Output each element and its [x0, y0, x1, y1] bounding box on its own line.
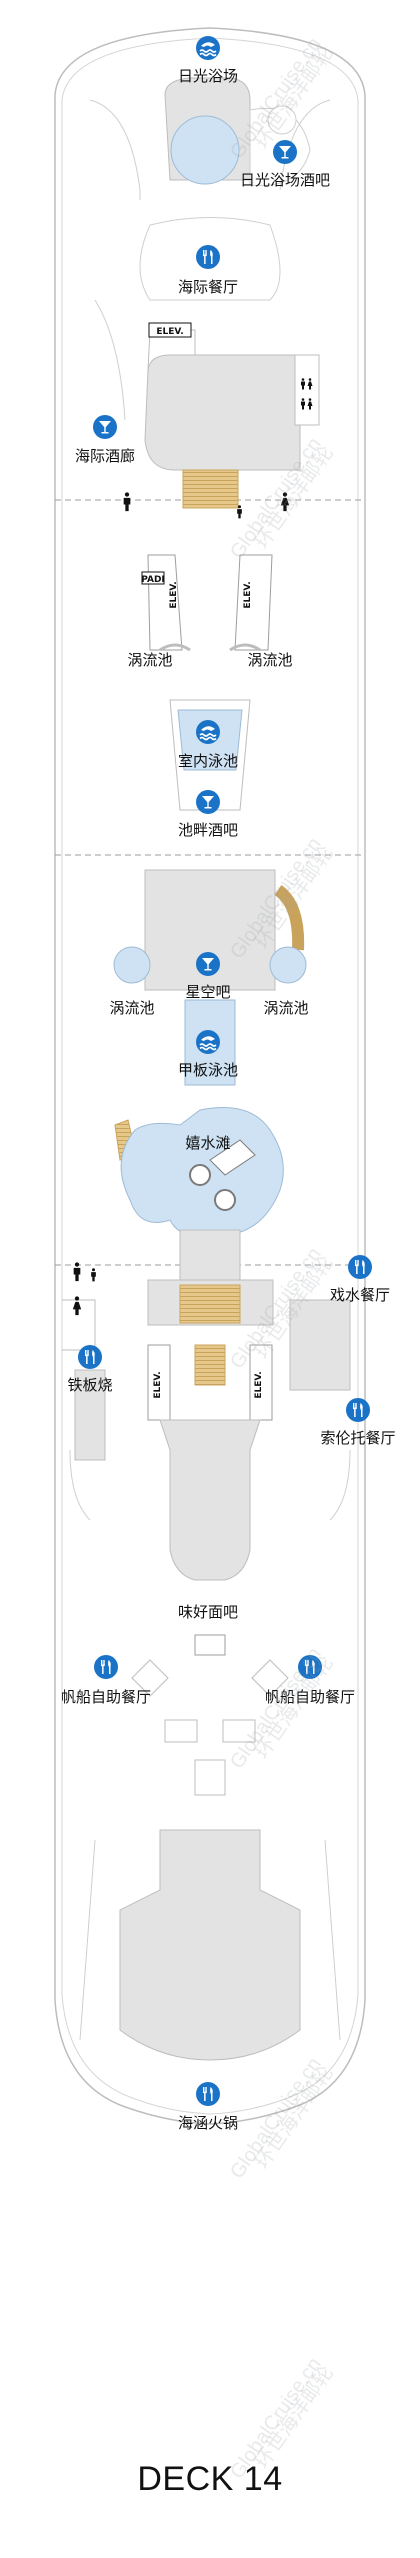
venue-noodle-bar[interactable]: 味好面吧 — [178, 1603, 238, 1621]
elevator-label: ELEV. — [156, 327, 183, 337]
venue-hot-pot[interactable]: 海涵火锅 — [178, 2082, 238, 2132]
venue-label: 涡流池 — [109, 999, 154, 1017]
venue-whirlpool-right-2[interactable]: 涡流池 — [263, 999, 308, 1017]
venue-label: 池畔酒吧 — [178, 821, 238, 839]
pool-icon — [196, 36, 220, 60]
venue-label: 海涵火锅 — [178, 2114, 238, 2132]
venue-label: 涡流池 — [247, 651, 292, 669]
venue-star-bar[interactable]: 星空吧 — [185, 952, 231, 1001]
venue-splash-restaurant[interactable]: 戏水餐厅 — [330, 1255, 390, 1304]
venue-label: 涡流池 — [263, 999, 308, 1017]
aft-mid-block — [62, 1279, 351, 1581]
venue-seaview-restaurant[interactable]: 海际餐厅 — [178, 245, 238, 296]
venue-whirlpool-left[interactable]: 涡流池 — [127, 651, 172, 669]
pool-icon — [196, 720, 220, 744]
cocktail-icon — [196, 790, 220, 814]
cocktail-icon — [273, 140, 297, 164]
venue-sorrento-restaurant[interactable]: 索伦托餐厅 — [320, 1398, 396, 1447]
cocktail-icon — [93, 415, 117, 439]
dining-icon — [346, 1398, 370, 1422]
venue-sundeck-bar[interactable]: 日光浴场酒吧 — [240, 140, 330, 189]
dining-icon — [196, 245, 220, 269]
elevator-label: ELEV. — [243, 581, 253, 608]
venue-seaview-lounge[interactable]: 海际酒廊 — [75, 415, 135, 465]
venue-label: 索伦托餐厅 — [320, 1429, 395, 1447]
forward-area — [89, 77, 331, 200]
venue-deck-pool[interactable]: 甲板泳池 — [178, 1030, 238, 1079]
dining-icon — [196, 2082, 220, 2106]
venue-label: 铁板烧 — [67, 1376, 112, 1394]
venue-label: 帆船自助餐厅 — [265, 1688, 355, 1706]
venue-label: 甲板泳池 — [178, 1061, 238, 1079]
venue-label: 帆船自助餐厅 — [61, 1688, 151, 1706]
dining-icon — [78, 1345, 102, 1369]
venue-buffet-right[interactable]: 帆船自助餐厅 — [265, 1655, 355, 1706]
venue-label: 嬉水滩 — [185, 1134, 230, 1152]
venue-label: 海际餐厅 — [178, 278, 238, 296]
venue-label: 日光浴场 — [178, 67, 238, 85]
venue-label: 日光浴场酒吧 — [240, 171, 330, 189]
venue-splash-beach[interactable]: 嬉水滩 — [185, 1134, 230, 1152]
elevator-label: ELEV. — [153, 1371, 163, 1398]
venue-markers: 日光浴场 日光浴场酒吧 海际餐厅 海际酒廊 涡流池 涡流池 室内泳池 池畔酒吧 — [61, 36, 396, 2132]
restaurant-area — [94, 217, 320, 509]
venue-label: 涡流池 — [127, 651, 172, 669]
venue-label: 味好面吧 — [178, 1603, 238, 1621]
venue-indoor-pool[interactable]: 室内泳池 — [178, 720, 238, 770]
venue-whirlpool-left-2[interactable]: 涡流池 — [109, 999, 154, 1017]
dining-icon — [94, 1655, 118, 1679]
venue-sundeck[interactable]: 日光浴场 — [178, 36, 238, 85]
cocktail-icon — [196, 952, 220, 976]
venue-teppanyaki[interactable]: 铁板烧 — [67, 1345, 113, 1394]
venue-label: 戏水餐厅 — [330, 1286, 390, 1304]
elevator-labels: ELEV. PADI ELEV. ELEV. ELEV. ELEV. — [141, 322, 264, 1399]
venue-label: 海际酒廊 — [75, 447, 135, 465]
pool-icon — [196, 1030, 220, 1054]
deck-title: DECK 14 — [137, 2460, 282, 2498]
venue-buffet-left[interactable]: 帆船自助餐厅 — [61, 1655, 151, 1706]
padi-label: PADI — [141, 575, 165, 585]
elevator-label: ELEV. — [169, 581, 179, 608]
aft-hall — [79, 1829, 341, 2061]
dining-icon — [348, 1255, 372, 1279]
venue-label: 星空吧 — [185, 983, 230, 1001]
venue-label: 室内泳池 — [178, 752, 238, 770]
elevator-label: ELEV. — [254, 1371, 264, 1398]
venue-poolside-bar[interactable]: 池畔酒吧 — [178, 790, 238, 839]
venue-whirlpool-right[interactable]: 涡流池 — [247, 651, 292, 669]
buffet-area — [131, 1634, 289, 1796]
